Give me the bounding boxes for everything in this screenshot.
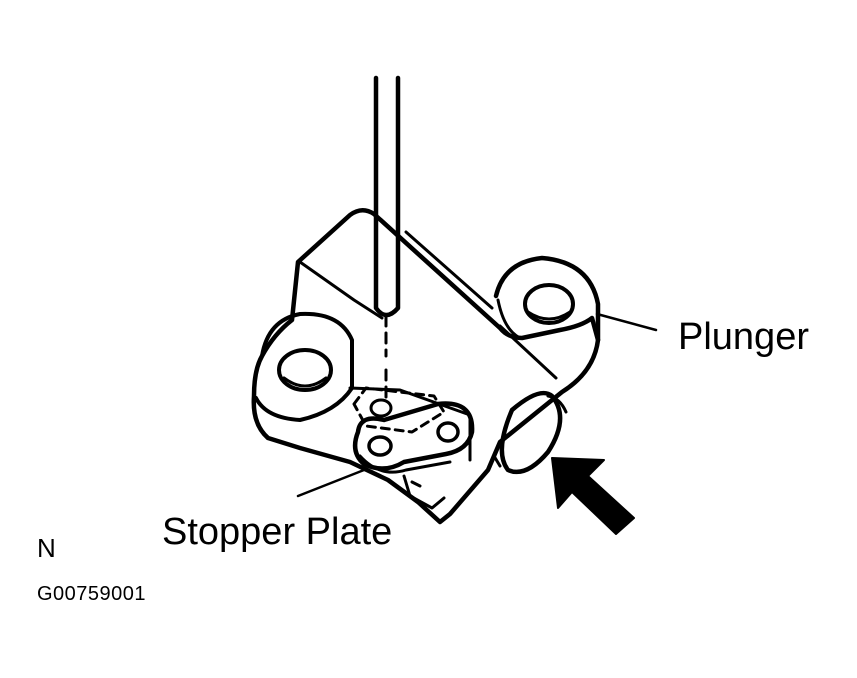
tensioner-body (251, 208, 601, 525)
figure-code-label: G00759001 (37, 583, 147, 605)
stopper-plate (352, 401, 475, 474)
stopper-plate-dashed-hole (369, 398, 393, 418)
right-mounting-ear (493, 255, 601, 343)
stopper-plate-label: Stopper Plate (162, 511, 393, 553)
plunger-label: Plunger (678, 316, 809, 358)
body-top-edge (298, 230, 558, 380)
plunger-leader-line (595, 312, 658, 332)
plunger (492, 390, 568, 475)
plate-bracket (402, 474, 446, 510)
stopper-plate-dashed (352, 386, 446, 434)
view-marker-label: N (37, 533, 56, 563)
arrow-up-left-icon (551, 457, 635, 535)
left-mounting-ear (254, 311, 354, 422)
stopper-plate-leader-line (296, 468, 366, 498)
pin-rod (373, 75, 401, 402)
